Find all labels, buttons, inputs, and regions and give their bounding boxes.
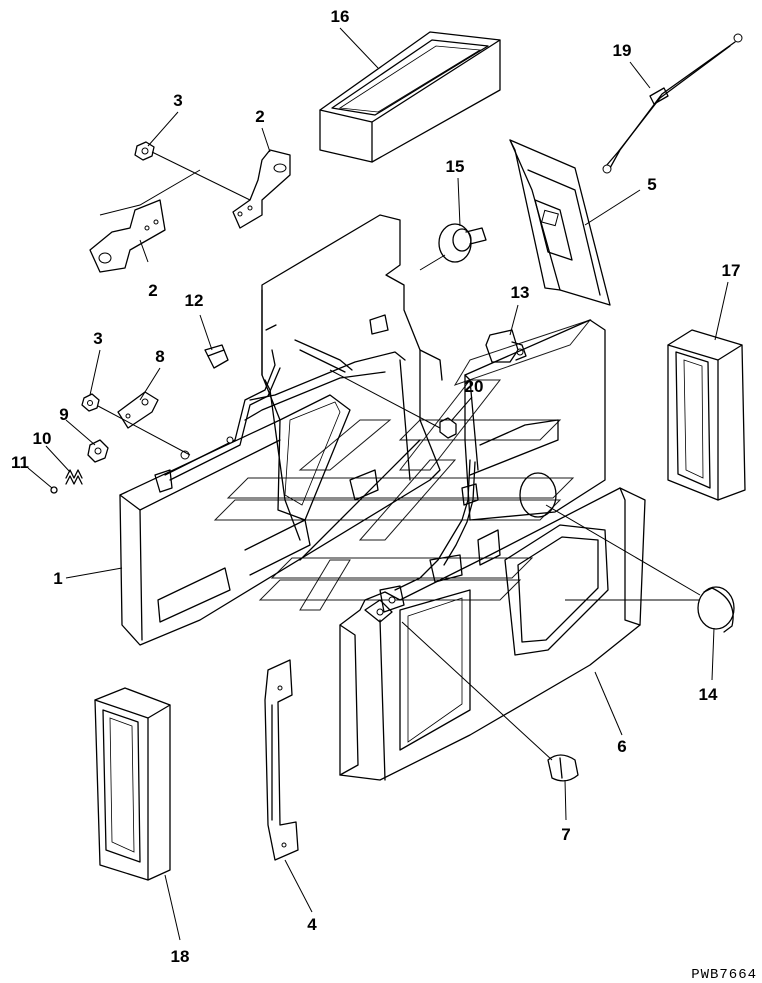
callout-3-mid: 3 bbox=[93, 329, 102, 348]
callout-7: 7 bbox=[561, 825, 570, 844]
callout-19: 19 bbox=[613, 41, 632, 60]
callout-2-upper: 2 bbox=[255, 107, 264, 126]
callout-14: 14 bbox=[699, 685, 718, 704]
actuator-linkage bbox=[364, 459, 501, 623]
callout-18: 18 bbox=[171, 947, 190, 966]
part-10-spring bbox=[65, 469, 83, 485]
part-3-bolt-mid bbox=[81, 393, 100, 412]
callout-16: 16 bbox=[331, 7, 350, 26]
callout-20: 20 bbox=[465, 377, 484, 396]
drawing-code: PWB7664 bbox=[691, 967, 757, 983]
leader-lines bbox=[27, 27, 729, 941]
part-4-rod bbox=[264, 659, 299, 861]
callout-15: 15 bbox=[446, 157, 465, 176]
callout-3-top: 3 bbox=[173, 91, 182, 110]
part-11-washer bbox=[50, 486, 58, 494]
callout-17: 17 bbox=[722, 261, 741, 280]
part-14-cap bbox=[697, 586, 735, 633]
part-3-bolt-top bbox=[134, 141, 251, 201]
callout-9: 9 bbox=[59, 405, 68, 424]
part-17-duct bbox=[667, 329, 746, 501]
part-6-housing bbox=[339, 319, 646, 781]
part-20-nut bbox=[329, 369, 457, 439]
part-7-knob bbox=[547, 754, 579, 782]
part-5-panel bbox=[509, 139, 611, 306]
part-1-housing bbox=[119, 214, 443, 646]
callout-6: 6 bbox=[617, 737, 626, 756]
callout-4: 4 bbox=[307, 915, 317, 934]
part-9-nut bbox=[87, 439, 109, 463]
part-19-cable bbox=[602, 33, 743, 174]
callout-8: 8 bbox=[155, 347, 164, 366]
part-16-duct bbox=[319, 31, 501, 163]
part-2-bracket-upper bbox=[232, 149, 291, 229]
callout-11: 11 bbox=[11, 453, 29, 472]
watermark-logo bbox=[213, 318, 592, 611]
part-8-lever bbox=[97, 391, 191, 456]
callout-12: 12 bbox=[185, 291, 204, 310]
link-rod bbox=[164, 349, 281, 481]
callout-10: 10 bbox=[33, 429, 52, 448]
callout-1: 1 bbox=[53, 569, 62, 588]
part-12-clip bbox=[204, 344, 229, 369]
part-2-bracket-lower bbox=[89, 169, 201, 273]
callout-2-lower: 2 bbox=[148, 281, 157, 300]
callout-13: 13 bbox=[511, 283, 530, 302]
callout-labels: 16 19 3 2 15 5 2 17 12 13 3 8 20 9 10 11… bbox=[11, 7, 740, 966]
callout-5: 5 bbox=[647, 175, 656, 194]
part-18-duct bbox=[94, 687, 171, 881]
part-15-grommet bbox=[419, 223, 487, 271]
